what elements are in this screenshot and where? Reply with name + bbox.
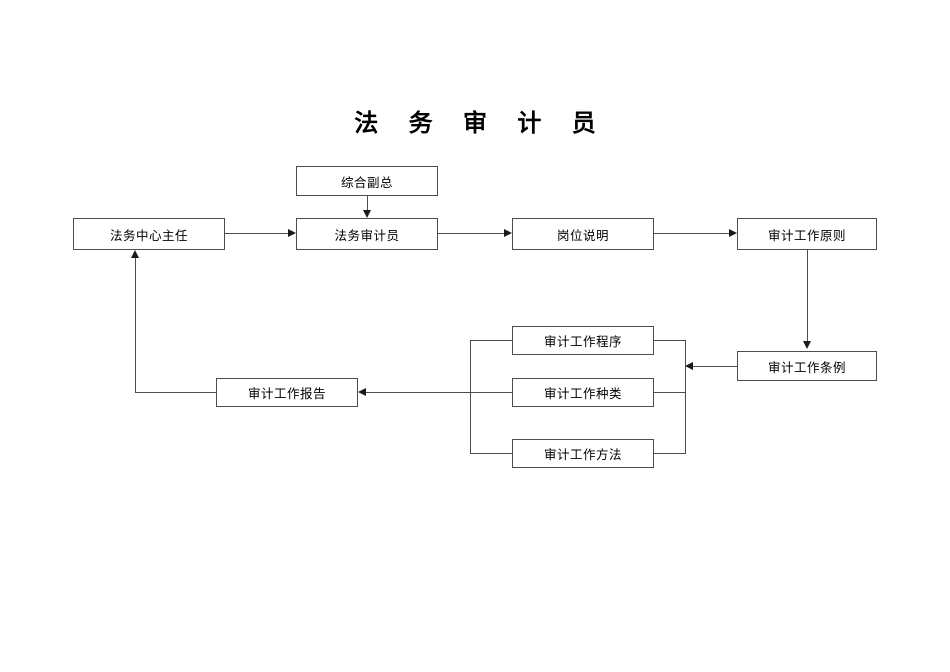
node-audit-work-procedure[interactable]: 审计工作程序: [512, 326, 654, 355]
bracket-left-spine: [470, 340, 471, 454]
node-legal-center-director-label: 法务中心主任: [109, 227, 188, 243]
arrowhead-director-to-auditor: [288, 229, 296, 237]
arrowhead-report-to-director: [131, 250, 139, 258]
node-legal-auditor[interactable]: 法务审计员: [296, 218, 438, 250]
node-vp-general-label: 综合副总: [340, 174, 393, 190]
edge-post-description-to-principles: [654, 233, 729, 234]
arrowhead-group-to-report: [358, 388, 366, 396]
node-audit-work-report[interactable]: 审计工作报告: [216, 378, 358, 407]
bracket-right-stub-procedure: [654, 340, 686, 341]
edge-group-to-report: [366, 392, 471, 393]
node-audit-work-regulations-label: 审计工作条例: [767, 359, 846, 375]
node-legal-center-director[interactable]: 法务中心主任: [73, 218, 225, 250]
arrowhead-post-description-to-principles: [729, 229, 737, 237]
arrowhead-auditor-to-post-description: [504, 229, 512, 237]
node-audit-work-report-label: 审计工作报告: [247, 386, 326, 401]
node-vp-general[interactable]: 综合副总: [296, 166, 438, 196]
node-post-description[interactable]: 岗位说明: [512, 218, 654, 250]
node-audit-work-principles[interactable]: 审计工作原则: [737, 218, 877, 250]
page-title: 法 务 审 计 员: [354, 109, 607, 137]
node-audit-work-regulations[interactable]: 审计工作条例: [737, 351, 877, 381]
node-audit-work-principles-label: 审计工作原则: [767, 227, 846, 243]
arrowhead-principles-to-regulations: [803, 341, 811, 349]
edge-vp-to-auditor: [367, 196, 368, 212]
node-audit-work-types-label: 审计工作种类: [543, 386, 622, 401]
bracket-right-spine: [685, 340, 686, 454]
node-legal-auditor-label: 法务审计员: [334, 227, 400, 243]
node-audit-work-methods[interactable]: 审计工作方法: [512, 439, 654, 468]
bracket-left-stub-methods: [470, 453, 513, 454]
bracket-right-stub-methods: [654, 453, 686, 454]
arrowhead-vp-to-auditor: [363, 210, 371, 218]
node-audit-work-types[interactable]: 审计工作种类: [512, 378, 654, 407]
edge-regulations-to-group: [693, 366, 737, 367]
bracket-left-stub-types: [470, 392, 513, 393]
edge-report-to-director-horizontal: [135, 392, 216, 393]
edge-report-to-director-vertical: [135, 258, 136, 393]
bracket-left-stub-procedure: [470, 340, 513, 341]
edge-auditor-to-post-description: [438, 233, 504, 234]
node-audit-work-methods-label: 审计工作方法: [543, 447, 622, 462]
bracket-right-stub-types: [654, 392, 686, 393]
node-audit-work-procedure-label: 审计工作程序: [543, 334, 622, 349]
arrowhead-regulations-to-group: [685, 362, 693, 370]
node-post-description-label: 岗位说明: [556, 227, 609, 243]
edge-director-to-auditor: [225, 233, 288, 234]
edge-principles-to-regulations: [807, 250, 808, 343]
